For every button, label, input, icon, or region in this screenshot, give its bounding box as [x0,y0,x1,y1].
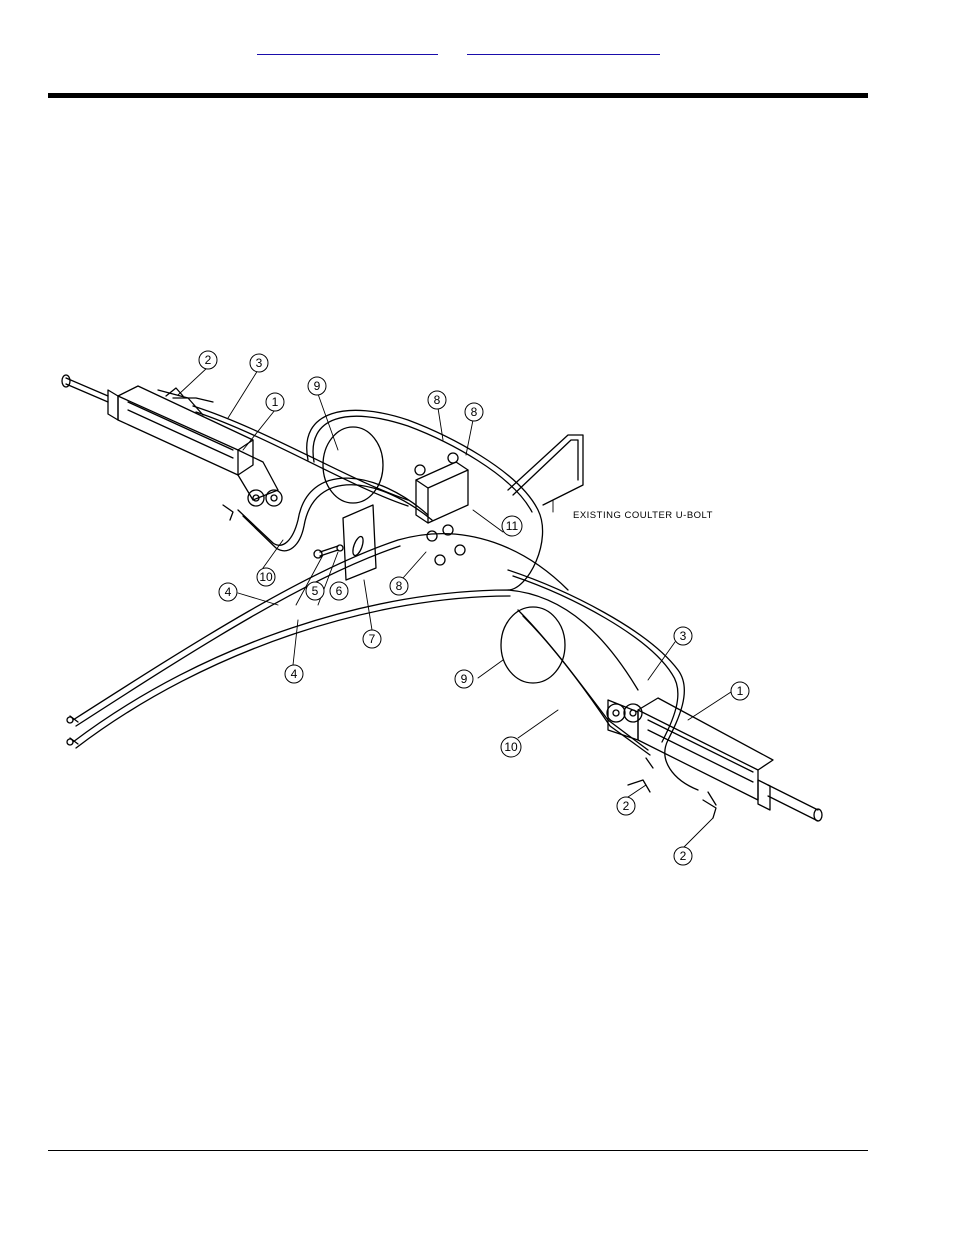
right-hose-loop [500,606,566,684]
callout-8-top-a: 8 [434,393,441,407]
header-link-1[interactable] [257,36,438,55]
callout-2-right-a: 2 [623,799,630,813]
hydraulic-hoses [72,405,699,791]
callout-11: 11 [506,519,519,533]
callout-6: 6 [336,584,343,598]
callout-10-left: 10 [259,570,273,584]
callout-2-top-left: 2 [205,353,212,367]
header-link-2[interactable] [467,36,660,55]
valve-block [414,452,469,566]
callout-2-right-b: 2 [680,849,687,863]
right-hydraulic-cylinder [606,697,823,822]
left-hose-loop [322,426,384,504]
footer-rule [48,1150,868,1151]
callout-circles [198,350,750,866]
existing-coulter-u-bolt-note: EXISTING COULTER U-BOLT [573,510,713,521]
callout-10-right: 10 [504,740,518,754]
callout-9-bottom: 9 [461,672,468,686]
callout-5: 5 [312,584,319,598]
callout-3-right: 3 [680,629,687,643]
callout-4-bottom: 4 [291,667,298,681]
callout-leaders [177,366,732,849]
callout-8-bottom: 8 [396,579,403,593]
callout-1-top-left: 1 [272,395,279,409]
hydraulic-parts-diagram: 2 3 1 9 8 8 11 10 4 4 5 6 7 8 9 10 3 1 2… [48,340,838,880]
mounting-plate [313,504,377,581]
callout-4-left: 4 [225,585,232,599]
callout-1-right: 1 [737,684,744,698]
callout-8-top-b: 8 [471,405,478,419]
parts-illustration: 2 3 1 9 8 8 11 10 4 4 5 6 7 8 9 10 3 1 2… [61,350,823,866]
hose-fittings [66,387,717,819]
left-hydraulic-cylinder [61,374,283,507]
callout-7: 7 [369,632,376,646]
callout-9-top: 9 [314,379,321,393]
callout-3-top-left: 3 [256,356,263,370]
header-rule [48,93,868,98]
